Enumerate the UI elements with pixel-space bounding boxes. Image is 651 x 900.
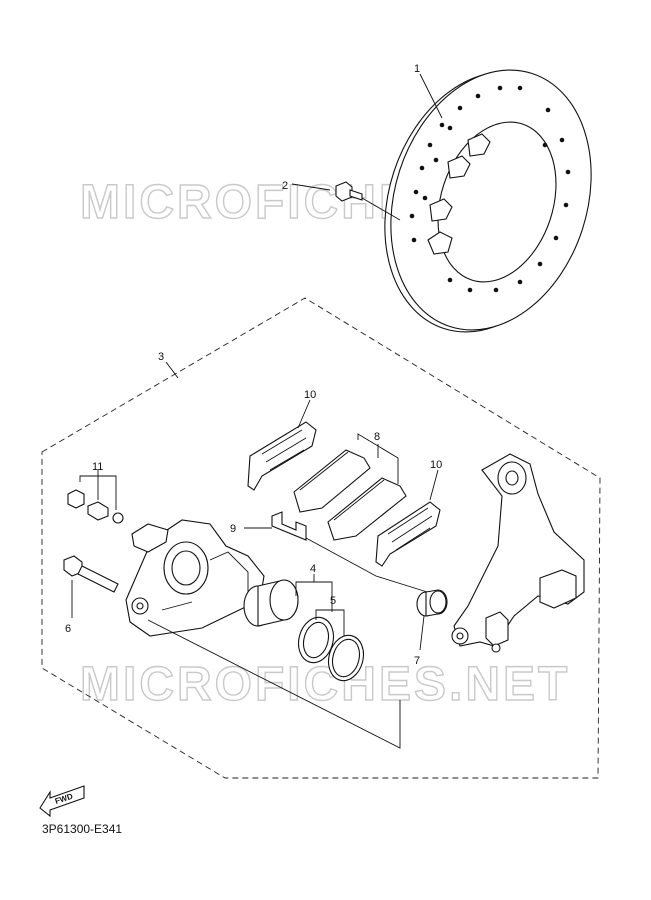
watermark-bottom: MICROFICHES.NET — [80, 658, 570, 711]
reference-code: 3P61300-E341 — [42, 822, 123, 836]
caliper-guide-line — [147, 619, 401, 749]
pad-shim-left[interactable] — [247, 421, 317, 491]
caliper-bracket[interactable] — [451, 453, 585, 653]
caliper-body[interactable] — [125, 519, 265, 637]
leader-1 — [419, 73, 443, 119]
seal-kit[interactable] — [294, 613, 369, 684]
brake-pad-kit[interactable] — [293, 449, 407, 541]
leader-4 — [295, 581, 333, 612]
callout-11: 11 — [92, 461, 103, 473]
leader-5 — [315, 609, 345, 636]
boot[interactable] — [416, 589, 448, 617]
pad-support-guide-line — [305, 537, 441, 597]
callout-10b: 10 — [430, 459, 442, 471]
pad-support[interactable] — [271, 511, 307, 541]
disc-mounting-tabs — [427, 133, 491, 255]
pad-shim-right[interactable] — [375, 501, 441, 567]
leader-3 — [165, 361, 179, 379]
callout-3: 3 — [158, 351, 164, 363]
leader-7 — [419, 615, 425, 651]
callout-2: 2 — [282, 180, 288, 192]
pin-bolt[interactable] — [63, 555, 119, 593]
callout-7: 7 — [414, 655, 420, 667]
bleed-screw[interactable] — [67, 489, 124, 524]
leader-10a — [297, 399, 311, 429]
piston[interactable] — [243, 579, 299, 627]
leader-10b — [429, 469, 439, 501]
callout-10a: 10 — [304, 389, 316, 401]
fwd-arrow-icon: FWD — [39, 785, 85, 818]
disc-holes — [409, 85, 571, 293]
bolt-axis-line — [361, 197, 401, 221]
callout-1: 1 — [414, 63, 420, 75]
callout-8: 8 — [374, 431, 380, 443]
callout-6: 6 — [65, 623, 71, 635]
disc-bolt[interactable] — [335, 181, 363, 202]
callout-9: 9 — [230, 523, 236, 535]
caliper-assembly-boundary — [41, 297, 601, 779]
callout-5: 5 — [330, 595, 336, 607]
brake-disc[interactable] — [353, 44, 624, 358]
leader-2 — [291, 183, 331, 191]
callout-4: 4 — [310, 563, 316, 575]
